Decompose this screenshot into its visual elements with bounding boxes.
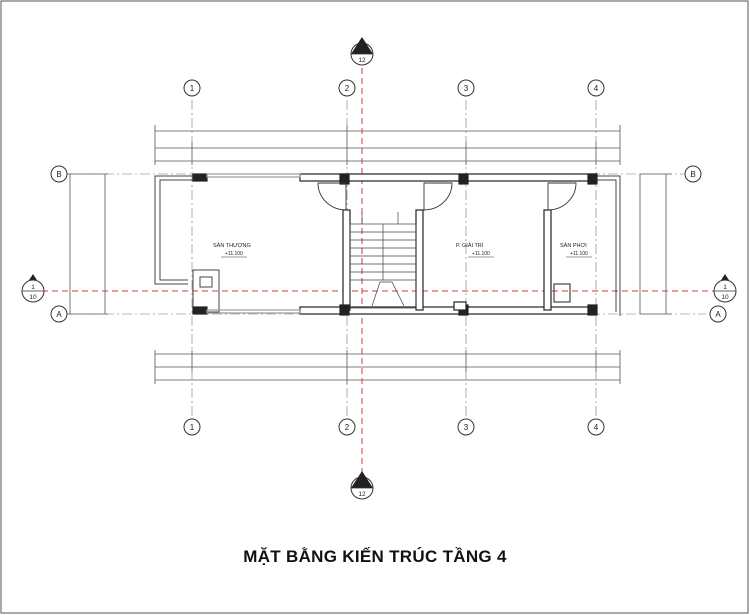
svg-text:mcct: mcct [355, 47, 369, 54]
svg-text:2: 2 [345, 84, 350, 93]
grid-bubble-top-1: 1 [183, 79, 201, 97]
svg-text:3: 3 [464, 423, 469, 432]
svg-text:1: 1 [190, 84, 195, 93]
svg-text:10: 10 [721, 294, 729, 301]
section-marker-top: mcct 12 [350, 37, 374, 66]
room-name-drying-yard: SÂN PHƠI [560, 242, 587, 249]
svg-text:B: B [56, 170, 61, 179]
svg-text:mcct: mcct [355, 481, 369, 488]
svg-text:1: 1 [723, 284, 727, 291]
svg-text:B: B [690, 170, 695, 179]
top-dimension-lines [154, 125, 621, 165]
door-swings [317, 182, 577, 211]
grid-bubble-top-2: 2 [338, 79, 356, 97]
room-labels: SÂN THƯỢNG +11.100 P. GIẢI TRÍ +11.100 S… [213, 242, 592, 258]
svg-text:A: A [56, 310, 62, 319]
grid-bubble-left-B: B [50, 165, 68, 183]
svg-text:10: 10 [29, 294, 37, 301]
grid-bubble-bottom-4: 4 [587, 418, 605, 436]
svg-text:1: 1 [31, 284, 35, 291]
svg-text:4: 4 [594, 84, 599, 93]
svg-text:A: A [715, 310, 721, 319]
svg-text:1: 1 [190, 423, 195, 432]
room-name-entertainment: P. GIẢI TRÍ [456, 242, 484, 249]
room-level-terrace: +11.100 [225, 251, 243, 257]
staircase [349, 212, 417, 309]
svg-text:12: 12 [358, 491, 366, 498]
svg-text:3: 3 [464, 84, 469, 93]
section-marker-right: 110 [713, 274, 737, 303]
grid-bubble-bottom-1: 1 [183, 418, 201, 436]
svg-text:4: 4 [594, 423, 599, 432]
svg-text:12: 12 [358, 57, 366, 64]
room-level-entertainment: +11.100 [472, 251, 490, 257]
room-level-drying-yard: +11.100 [570, 251, 588, 257]
grid-bubble-right-A: A [709, 305, 727, 323]
grid-bubble-top-3: 3 [457, 79, 475, 97]
room-name-terrace: SÂN THƯỢNG [213, 242, 251, 249]
grid-bubble-bottom-3: 3 [457, 418, 475, 436]
section-marker-left: 110 [21, 274, 45, 303]
section-marker-bottom: mcct 12 [350, 471, 374, 500]
terrace-outline [154, 175, 621, 316]
drawing-title: MẶT BẰNG KIẾN TRÚC TẦNG 4 [243, 547, 507, 566]
grid-bubble-left-A: A [50, 305, 68, 323]
walls [192, 173, 598, 316]
grid-bubble-bottom-2: 2 [338, 418, 356, 436]
grid-bubble-right-B: B [684, 165, 702, 183]
bottom-dimension-lines [154, 350, 621, 384]
svg-text:2: 2 [345, 423, 350, 432]
section-cut-lines [42, 68, 718, 472]
grid-bubble-top-4: 4 [587, 79, 605, 97]
